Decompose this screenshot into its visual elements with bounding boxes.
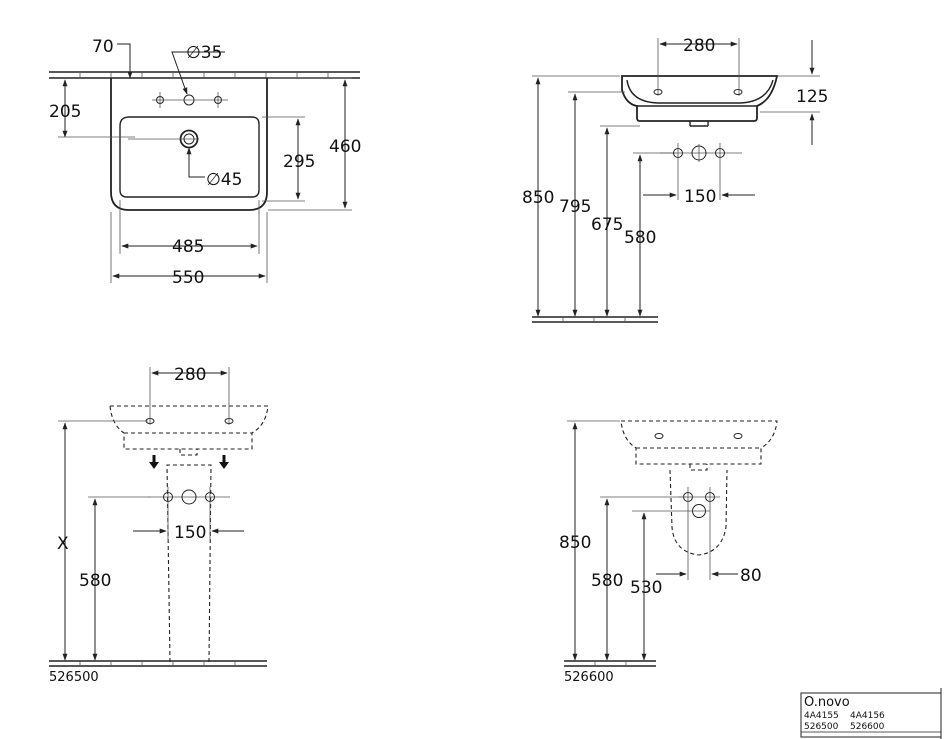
- pedestal-view: 280 150 X: [49, 365, 269, 685]
- semi-pedestal-shroud: [669, 469, 728, 556]
- basin-outline: [110, 78, 268, 211]
- top-view: 70 ∅35 205 460 295 ∅45 485 550: [49, 37, 361, 288]
- dim-550: 550: [172, 268, 204, 288]
- dim-150-front: 150: [684, 187, 716, 207]
- basin-front-outline: [621, 75, 779, 122]
- code-pedestal: 526500: [49, 670, 99, 685]
- tap-hole-right: [733, 89, 743, 95]
- mount-arrows: [149, 455, 229, 469]
- wall-line: [49, 71, 360, 79]
- dim-x: X: [57, 534, 69, 554]
- dim-795: 795: [559, 197, 591, 217]
- front-view: 280 125 850 795 675 580: [522, 36, 828, 323]
- dim-125: 125: [796, 87, 828, 107]
- dim-280-pedestal: 280: [174, 365, 206, 385]
- dim-850-front: 850: [522, 188, 554, 208]
- floor-line-pedestal: [49, 660, 267, 667]
- dim-280-front: 280: [683, 36, 715, 56]
- dim-150-pedestal: 150: [174, 523, 206, 543]
- waste-outlet: [128, 129, 199, 149]
- tap-holes: [152, 92, 228, 108]
- dim-460: 460: [329, 137, 361, 157]
- dim-850-semi: 850: [559, 533, 591, 553]
- dim-580-front: 580: [624, 228, 656, 248]
- dim-675: 675: [591, 215, 623, 235]
- code-semi-pedestal: 526600: [564, 670, 614, 685]
- pedestal-column: [166, 464, 212, 663]
- bowl-curve: [626, 79, 774, 104]
- dim-580-semi: 580: [591, 571, 623, 591]
- dim-580-pedestal: 580: [79, 571, 111, 591]
- title-block-code-2a: 526500: [804, 722, 839, 732]
- dim-dia35: ∅35: [186, 43, 222, 63]
- floor-line-front: [532, 316, 658, 323]
- dim-295: 295: [283, 152, 315, 172]
- dim-80: 80: [740, 566, 762, 586]
- bowl-outline: [119, 116, 260, 198]
- title-block: O.novo 4A4155 4A4156 526500 526600: [800, 688, 942, 739]
- dim-dia45: ∅45: [206, 170, 242, 190]
- semi-pedestal-view: 80 850 580 530 526600: [559, 420, 778, 685]
- title-block-title: O.novo: [804, 695, 850, 710]
- dim-205: 205: [49, 102, 81, 122]
- dim-70: 70: [92, 37, 114, 57]
- basin-dashed-outline-2: [620, 420, 778, 465]
- title-block-code-1a: 4A4155: [804, 711, 839, 721]
- basin-dashed-outline: [109, 405, 269, 450]
- title-block-code-1b: 4A4156: [850, 711, 885, 721]
- dim-485: 485: [172, 237, 204, 257]
- floor-line-semi: [564, 660, 656, 667]
- supply-connections: [660, 143, 742, 200]
- dim-530: 530: [630, 578, 662, 598]
- title-block-code-2b: 526600: [850, 722, 885, 732]
